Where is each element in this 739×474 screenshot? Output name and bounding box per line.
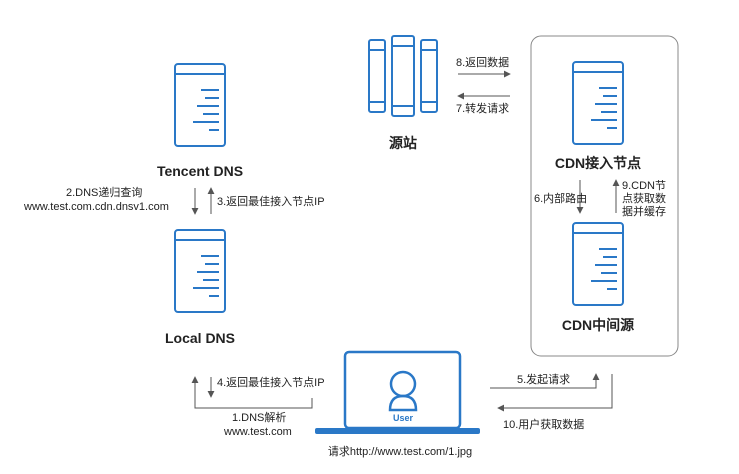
arrow-10-user-gets-data bbox=[497, 374, 613, 412]
step-8-label: 8.返回数据 bbox=[456, 57, 510, 69]
origin-server-icon bbox=[368, 35, 438, 117]
arrow-5-send-request bbox=[490, 373, 600, 389]
cdn-mid-label: CDN中间源 bbox=[561, 317, 635, 333]
user-label: User bbox=[392, 413, 413, 423]
step-1-line1: 1.DNS解析 bbox=[232, 412, 287, 424]
local-dns-label: Local DNS bbox=[164, 330, 235, 346]
step-6-label: 6.内部路由 bbox=[534, 193, 588, 205]
arrow-1-dns-resolve bbox=[191, 376, 313, 409]
tencent-dns-label: Tencent DNS bbox=[156, 163, 244, 179]
step-3-label: 3.返回最佳接入节点IP bbox=[217, 196, 325, 208]
step-7-label: 7.转发请求 bbox=[456, 103, 510, 115]
local-dns-server-icon bbox=[174, 229, 226, 313]
step-9-line3: 据并缓存 bbox=[622, 206, 666, 218]
step-9-line2: 点获取数 bbox=[622, 193, 666, 205]
step-2-line1: 2.DNS递归查询 bbox=[66, 187, 143, 199]
user-laptop-icon bbox=[315, 350, 480, 434]
step-1-line2: www.test.com bbox=[224, 426, 292, 438]
cdn-node-server-icon bbox=[572, 61, 624, 145]
cdn-mid-server-icon bbox=[572, 222, 624, 306]
step-10-label: 10.用户获取数据 bbox=[503, 419, 585, 431]
origin-label: 源站 bbox=[389, 135, 417, 151]
step-5-label: 5.发起请求 bbox=[517, 374, 571, 386]
request-caption: 请求http://www.test.com/1.jpg bbox=[327, 446, 473, 458]
tencent-dns-server-icon bbox=[174, 63, 226, 147]
step-2-line2: www.test.com.cdn.dnsv1.com bbox=[24, 201, 169, 213]
step-4-label: 4.返回最佳接入节点IP bbox=[217, 377, 325, 389]
cdn-node-label: CDN接入节点 bbox=[554, 155, 642, 171]
step-9-line1: 9.CDN节 bbox=[622, 180, 667, 192]
cdn-group-box bbox=[530, 35, 679, 357]
